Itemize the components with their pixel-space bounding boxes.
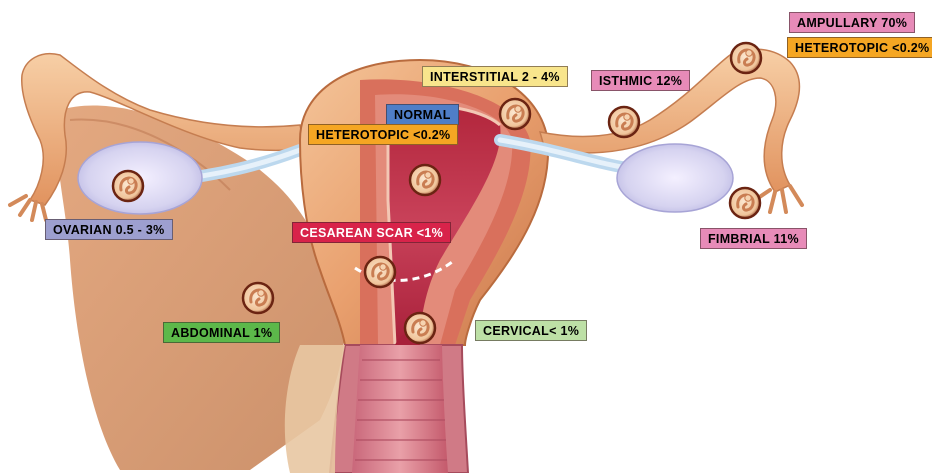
embryo-icon-isthmic (609, 107, 639, 137)
label-heterotopic-uterus: HETEROTOPIC <0.2% (308, 124, 458, 145)
embryo-icon-interstitial (500, 99, 530, 129)
label-interstitial: INTERSTITIAL 2 - 4% (422, 66, 568, 87)
embryo-icon-fimbrial (730, 188, 760, 218)
label-normal: NORMAL (386, 104, 459, 125)
embryo-icon-cesarean (365, 257, 395, 287)
label-ampullary: AMPULLARY 70% (789, 12, 915, 33)
label-heterotopic-tube: HETEROTOPIC <0.2% (787, 37, 932, 58)
label-ovarian: OVARIAN 0.5 - 3% (45, 219, 173, 240)
embryo-icon-ovarian (113, 171, 143, 201)
right-ovary-shape (617, 144, 733, 212)
embryo-icon-normal (410, 165, 440, 195)
label-fimbrial: FIMBRIAL 11% (700, 228, 807, 249)
embryo-icon-abdominal (243, 283, 273, 313)
embryo-icon-cervical (405, 313, 435, 343)
embryo-icon-ampullary (731, 43, 761, 73)
label-cervical: CERVICAL< 1% (475, 320, 587, 341)
label-isthmic: ISTHMIC 12% (591, 70, 690, 91)
label-cesarean: CESAREAN SCAR <1% (292, 222, 451, 243)
label-abdominal: ABDOMINAL 1% (163, 322, 280, 343)
